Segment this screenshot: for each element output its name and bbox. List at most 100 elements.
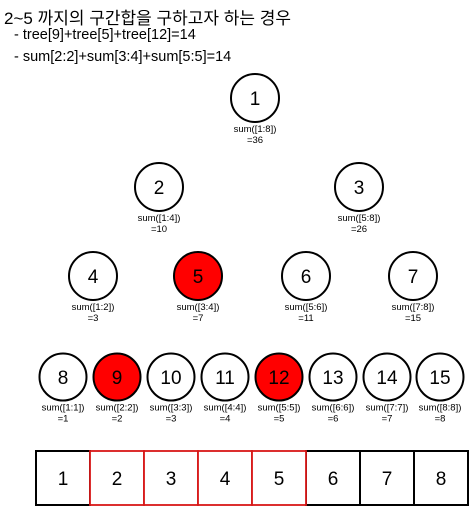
tree-node-number: 8	[58, 368, 69, 389]
tree-sum-line: - tree[9]+tree[5]+tree[12]=14	[14, 27, 196, 43]
tree-node-sum-range: sum([3:4])	[177, 302, 220, 313]
tree-node-sum-value: =3	[166, 414, 177, 425]
tree-node-sum-value: =10	[151, 224, 167, 235]
tree-node-sum-range: sum([2:2])	[96, 403, 139, 414]
tree-node-sum-value: =36	[247, 135, 263, 146]
tree-node-11: 11 sum([4:4])=4	[200, 352, 250, 425]
array-cell-number: 3	[166, 469, 177, 490]
tree-node-sum-value: =15	[405, 313, 421, 324]
tree-node-sum-value: =2	[112, 414, 123, 425]
tree-node-sum-range: sum([1:8])	[234, 124, 277, 135]
tree-node-7: 7 sum([7:8])=15	[388, 251, 438, 324]
tree-node-3: 3 sum([5:8])=26	[334, 162, 384, 235]
tree-node-circle	[308, 352, 358, 402]
array-cell-6: 6	[305, 450, 361, 506]
tree-node-sum-range: sum([7:7])	[366, 403, 409, 414]
tree-node-sum-range: sum([5:6])	[285, 302, 328, 313]
tree-node-number: 9	[112, 368, 123, 389]
tree-node-number: 3	[354, 178, 365, 199]
tree-node-circle	[173, 251, 223, 301]
tree-node-10: 10 sum([3:3])=3	[146, 352, 196, 425]
tree-node-sum-value: =3	[88, 313, 99, 324]
tree-node-circle	[68, 251, 118, 301]
array-cell-box	[251, 450, 307, 506]
tree-node-number: 11	[215, 368, 235, 389]
tree-node-number: 1	[250, 89, 261, 110]
tree-node-sum-value: =4	[220, 414, 231, 425]
array-cell-number: 8	[436, 469, 447, 490]
array-cell-5: 5	[251, 450, 307, 506]
tree-node-number: 6	[301, 267, 312, 288]
tree-node-circle	[134, 162, 184, 212]
tree-node-circle	[388, 251, 438, 301]
tree-node-circle	[415, 352, 465, 402]
tree-node-sum-range: sum([1:1])	[42, 403, 85, 414]
tree-node-number: 4	[88, 267, 99, 288]
tree-node-sum-value: =6	[328, 414, 339, 425]
tree-node-sum-value: =26	[351, 224, 367, 235]
tree-node-14: 14 sum([7:7])=7	[362, 352, 412, 425]
array-cell-number: 6	[328, 469, 339, 490]
array-cell-8: 8	[413, 450, 469, 506]
tree-node-circle	[38, 352, 88, 402]
tree-node-1: 1 sum([1:8])=36	[230, 73, 280, 146]
tree-node-sum-value: =7	[382, 414, 393, 425]
tree-node-circle	[92, 352, 142, 402]
tree-node-circle	[362, 352, 412, 402]
array-cell-3: 3	[143, 450, 199, 506]
array-cells: 1 6 7 8 2 3 4 5	[35, 450, 469, 506]
tree-node-number: 5	[193, 267, 204, 288]
tree-node-15: 15 sum([8:8])=8	[415, 352, 465, 425]
tree-node-number: 14	[376, 368, 398, 389]
tree-node-sum-value: =7	[193, 313, 204, 324]
tree-node-6: 6 sum([5:6])=11	[281, 251, 331, 324]
tree-node-sum-range: sum([5:8])	[338, 213, 381, 224]
tree-node-sum-range: sum([7:8])	[392, 302, 435, 313]
tree-node-sum-range: sum([3:3])	[150, 403, 193, 414]
array-cell-box	[413, 450, 469, 506]
tree-node-sum-value: =1	[58, 414, 69, 425]
tree-node-circle	[146, 352, 196, 402]
tree-node-circle	[254, 352, 304, 402]
tree-node-sum-value: =11	[298, 313, 313, 324]
array-cell-box	[143, 450, 199, 506]
array-cell-2: 2	[89, 450, 145, 506]
diagram-heading: 2~5 까지의 구간합을 구하고자 하는 경우	[4, 9, 292, 28]
tree-node-sum-value: =8	[435, 414, 446, 425]
tree-node-5: 5 sum([3:4])=7	[173, 251, 223, 324]
tree-node-circle	[334, 162, 384, 212]
array-cell-7: 7	[359, 450, 415, 506]
range-sum-line: - sum[2:2]+sum[3:4]+sum[5:5]=14	[14, 49, 232, 65]
tree-node-number: 15	[429, 368, 450, 389]
tree-node-sum-range: sum([5:5])	[258, 403, 301, 414]
tree-nodes: 1sum([1:8])=362sum([1:4])=103sum([5:8])=…	[38, 73, 465, 425]
tree-node-number: 10	[160, 368, 181, 389]
tree-node-circle	[230, 73, 280, 123]
tree-node-sum-range: sum([6:6])	[312, 403, 355, 414]
array-cell-number: 7	[382, 469, 393, 490]
tree-node-sum-value: =5	[274, 414, 285, 425]
array-cell-1: 1	[35, 450, 91, 506]
tree-node-4: 4 sum([1:2])=3	[68, 251, 118, 324]
tree-node-sum-range: sum([8:8])	[419, 403, 462, 414]
array-cell-box	[89, 450, 145, 506]
tree-node-circle	[281, 251, 331, 301]
tree-node-sum-range: sum([1:2])	[72, 302, 115, 313]
tree-node-number: 13	[322, 368, 343, 389]
array-cell-4: 4	[197, 450, 253, 506]
array-cell-number: 2	[112, 469, 123, 490]
tree-node-sum-range: sum([4:4])	[204, 403, 247, 414]
array-cell-number: 4	[220, 469, 231, 490]
array-cell-box	[197, 450, 253, 506]
tree-node-13: 13 sum([6:6])=6	[308, 352, 358, 425]
tree-node-number: 7	[408, 267, 419, 288]
array-cell-number: 1	[58, 469, 69, 490]
array-cell-number: 5	[274, 469, 285, 490]
tree-node-number: 2	[154, 178, 165, 199]
tree-node-9: 9 sum([2:2])=2	[92, 352, 142, 425]
array-cell-box	[359, 450, 415, 506]
tree-node-8: 8 sum([1:1])=1	[38, 352, 88, 425]
